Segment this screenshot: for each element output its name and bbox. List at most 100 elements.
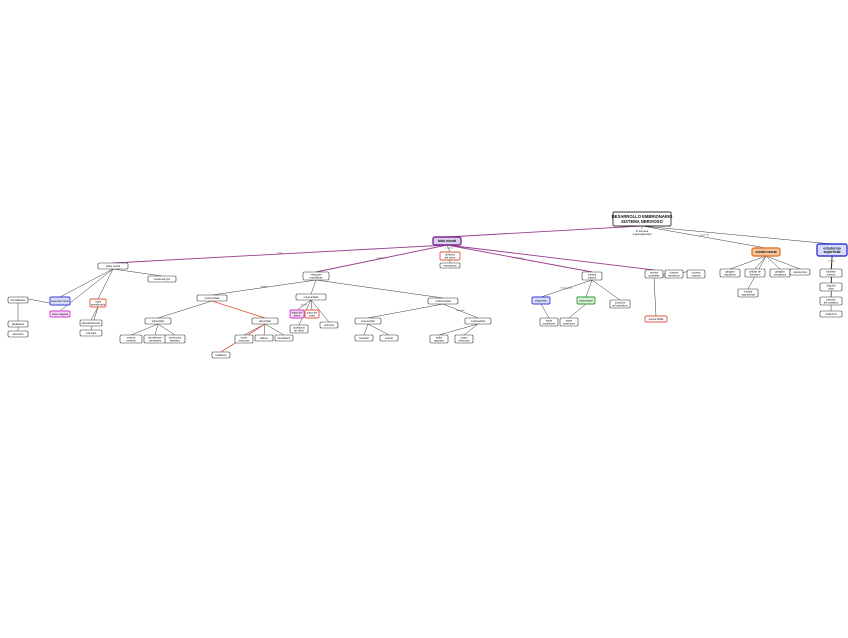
node-label: DESARROLLO EMBRIONARIO — [612, 214, 673, 219]
node-box — [289, 309, 305, 319]
node-marginal[interactable]: capa marginal — [49, 310, 71, 318]
node-box — [7, 330, 29, 338]
node-neuroporos[interactable]: neuroporos — [439, 262, 461, 269]
node-prosencefalo[interactable]: prosencéfalo — [196, 294, 228, 302]
edge-label: contiene — [456, 309, 465, 312]
node-label: SISTEMA NERVIOSO — [621, 219, 663, 224]
node-label: núcleos — [692, 270, 702, 274]
node-label: cresta neural — [755, 250, 776, 254]
node-astrocitos[interactable]: astrocitos — [7, 330, 29, 338]
connector-rombencefalo-metencefalo — [367, 303, 444, 319]
node-label: colículos — [324, 323, 335, 327]
node-label: prosencéfalo — [205, 296, 220, 300]
node-cerebelo[interactable]: cerebelo — [354, 334, 374, 342]
node-box — [819, 268, 843, 278]
node-cresta[interactable]: cresta neural — [751, 247, 781, 257]
node-box — [464, 317, 492, 325]
node-mielencefalo[interactable]: mielencéfalo — [464, 317, 492, 325]
node-microglia[interactable]: microglía — [79, 329, 103, 337]
node-manto[interactable]: capa del manto — [49, 296, 71, 306]
node-box — [274, 334, 294, 342]
node-epidermis[interactable]: epidermis — [819, 310, 843, 318]
edge-label: origina — [261, 285, 268, 288]
node-label: del cristalino — [824, 300, 839, 304]
connector-vesiculas-prosencefalo — [211, 279, 317, 296]
node-label: corteza — [127, 335, 136, 339]
node-rombencefalo[interactable]: rombencéfalo — [427, 297, 459, 305]
node-label: tubo neural — [438, 239, 457, 243]
node-diencefalo[interactable]: diencéfalo — [251, 317, 279, 325]
connector-mielencefalo-bulbo — [438, 323, 479, 336]
node-box — [719, 268, 741, 278]
node-puente[interactable]: puente — [379, 334, 399, 342]
node-coliculos[interactable]: colículos — [319, 321, 339, 329]
node-telencefalo[interactable]: telencéfalo — [144, 317, 172, 325]
node-placa-alar[interactable]: placa alar — [531, 296, 551, 305]
node-box — [379, 334, 399, 342]
node-root-sub[interactable]: 3ª semana(organogénesis) — [628, 229, 656, 236]
node-box — [254, 334, 274, 342]
node-melanocitos[interactable]: melanocitos — [789, 268, 811, 276]
connector-prosencefalo-diencefalo — [211, 300, 266, 319]
node-epitalamo[interactable]: epitálamo — [211, 351, 231, 359]
node-oligodendro[interactable]: oligodendrocitos — [79, 319, 103, 327]
node-box — [432, 236, 462, 246]
node-box — [439, 251, 461, 261]
node-talamo[interactable]: tálamo — [254, 334, 274, 342]
connector-rombencefalo-mielencefalo — [442, 303, 479, 319]
node-label: ganglios — [775, 269, 785, 273]
connector-metencefalo-cerebelo — [363, 323, 369, 336]
node-tubo[interactable]: tubo neural — [432, 236, 462, 246]
node-label: sustancia gris — [154, 277, 171, 281]
node-box — [686, 269, 706, 279]
node-label: neuroporos — [443, 263, 457, 267]
node-label: cuarto — [460, 335, 468, 339]
node-label: astas — [546, 318, 553, 322]
node-espina-bifida[interactable]: espina bífida — [644, 315, 668, 323]
connector-placa-sustancia_gris — [112, 268, 163, 277]
node-box — [302, 271, 330, 281]
node-placa-basal[interactable]: placa basal — [576, 296, 596, 305]
node-neuroblastos[interactable]: neuroblastos — [7, 296, 29, 304]
connector-cresta-cresta_deriv — [754, 255, 767, 270]
node-glioblastos[interactable]: glioblastos — [7, 320, 29, 328]
node-label: ectodermo — [823, 246, 840, 250]
node-label: hemisferios — [148, 335, 162, 339]
node-sustancia-gris[interactable]: sustancia gris — [147, 275, 177, 283]
node-metencefalo[interactable]: metencéfalo — [354, 317, 382, 325]
node-box — [295, 293, 327, 301]
connector-tubo-vesiculas — [315, 244, 448, 273]
node-placa[interactable]: placa neural — [97, 262, 129, 270]
node-hipotalamo[interactable]: hipotálamo — [274, 334, 294, 342]
node-mesencefalo[interactable]: mesencéfalo — [295, 293, 327, 301]
node-label: hipotálamo — [278, 336, 291, 340]
